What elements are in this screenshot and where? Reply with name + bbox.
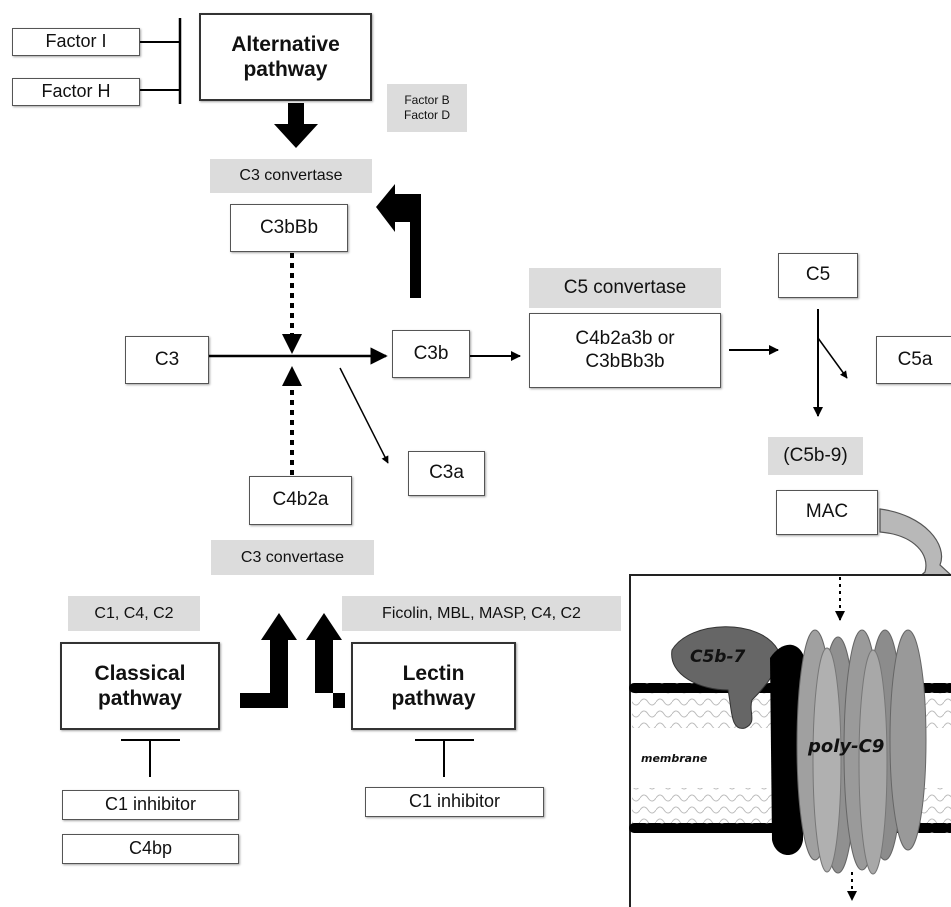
classical-factors-label: C1, C4, C2 — [68, 596, 200, 631]
c5b-7-complex — [671, 626, 780, 729]
feedback-arrow — [376, 184, 421, 298]
c5b-7-label: C5b-7 — [690, 647, 746, 667]
c5a-arrow — [817, 337, 848, 379]
c5-box: C5 — [778, 253, 858, 298]
poly-c9-pore — [796, 629, 927, 875]
alternative-to-convertase-arrow — [274, 103, 318, 148]
membrane-inset: C5b-7 poly-C9 membrane — [629, 574, 951, 907]
double-up-arrow — [240, 613, 297, 708]
c3b-box: C3b — [392, 330, 470, 378]
c8-anchor — [770, 644, 805, 855]
alternative-pathway-box: Alternative pathway — [199, 13, 372, 101]
alternative-inhibition — [140, 18, 182, 104]
factor-b-d-label: Factor B Factor D — [387, 84, 467, 132]
mac-box: MAC — [776, 490, 878, 535]
c5-convertase-box: C4b2a3b or C3bBb3b — [529, 313, 721, 388]
c3bbb-box: C3bBb — [230, 204, 348, 252]
membrane-label: membrane — [641, 752, 708, 765]
lectin-inhibition — [415, 739, 474, 777]
factor-h-box: Factor H — [12, 78, 140, 106]
c5b-9-label: (C5b-9) — [768, 437, 863, 475]
c3-convertase-bottom-label: C3 convertase — [211, 540, 374, 575]
c3a-box: C3a — [408, 451, 485, 496]
c5-convertase-label: C5 convertase — [529, 268, 721, 308]
c5a-box: C5a — [876, 336, 951, 384]
lectin-pathway-box: Lectin pathway — [351, 642, 516, 730]
c3-convertase-top-label: C3 convertase — [210, 159, 372, 193]
c4bp-box: C4bp — [62, 834, 239, 864]
classical-pathway-box: Classical pathway — [60, 642, 220, 730]
c3a-arrow — [339, 367, 389, 464]
classical-c1-inhibitor-box: C1 inhibitor — [62, 790, 239, 820]
c3-box: C3 — [125, 336, 209, 384]
poly-c9-label: poly-C9 — [807, 736, 884, 757]
classical-inhibition — [121, 739, 180, 777]
lectin-factors-label: Ficolin, MBL, MASP, C4, C2 — [342, 596, 621, 631]
c4b2a-box: C4b2a — [249, 476, 352, 525]
mac-to-membrane-arrow — [879, 508, 951, 596]
double-up-arrow-right — [306, 613, 345, 708]
lectin-c1-inhibitor-box: C1 inhibitor — [365, 787, 544, 817]
factor-i-box: Factor I — [12, 28, 140, 56]
